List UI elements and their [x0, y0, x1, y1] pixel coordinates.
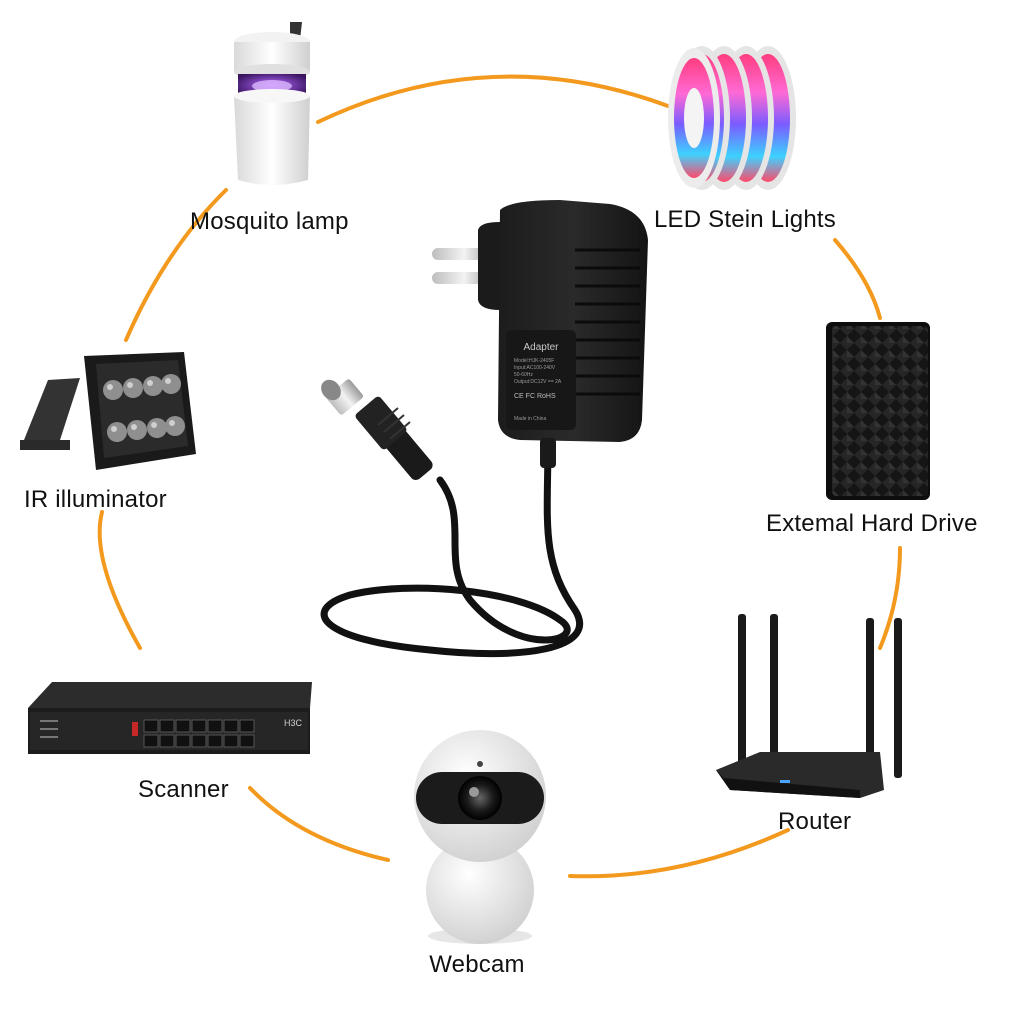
device-label: Extemal Hard Drive: [766, 510, 978, 537]
ring-arc-left: [97, 510, 142, 650]
ring-arc-right: [878, 546, 902, 650]
adapter-fine-print: 50-60Hz: [514, 372, 533, 378]
adapter-brand-text: Adapter: [523, 342, 559, 353]
ring-arc-lower-right: [568, 828, 790, 879]
adapter-fine-print: Output:DC12V == 2A: [514, 379, 562, 385]
ring-arc-upper-right: [833, 238, 882, 320]
adapter-fine-print: Input:AC100-240V: [514, 365, 556, 371]
adapter-marks: CE FC RoHS: [514, 393, 556, 400]
adapter-origin: Made in China: [514, 416, 546, 422]
device-label: Router: [778, 808, 852, 835]
device-label: Scanner: [138, 776, 229, 803]
device-label: Webcam: [429, 951, 525, 978]
ring-arc-top: [316, 74, 670, 124]
ring-arc-upper-left: [124, 188, 228, 342]
device-label: IR illuminator: [24, 486, 167, 513]
switch-brand: H3C: [284, 718, 303, 728]
ring-arc-lower-left: [248, 786, 390, 862]
adapter-fine-print: Model:HJK-2405F: [514, 358, 554, 364]
device-label: LED Stein Lights: [654, 206, 836, 233]
device-label: Mosquito lamp: [190, 208, 349, 235]
